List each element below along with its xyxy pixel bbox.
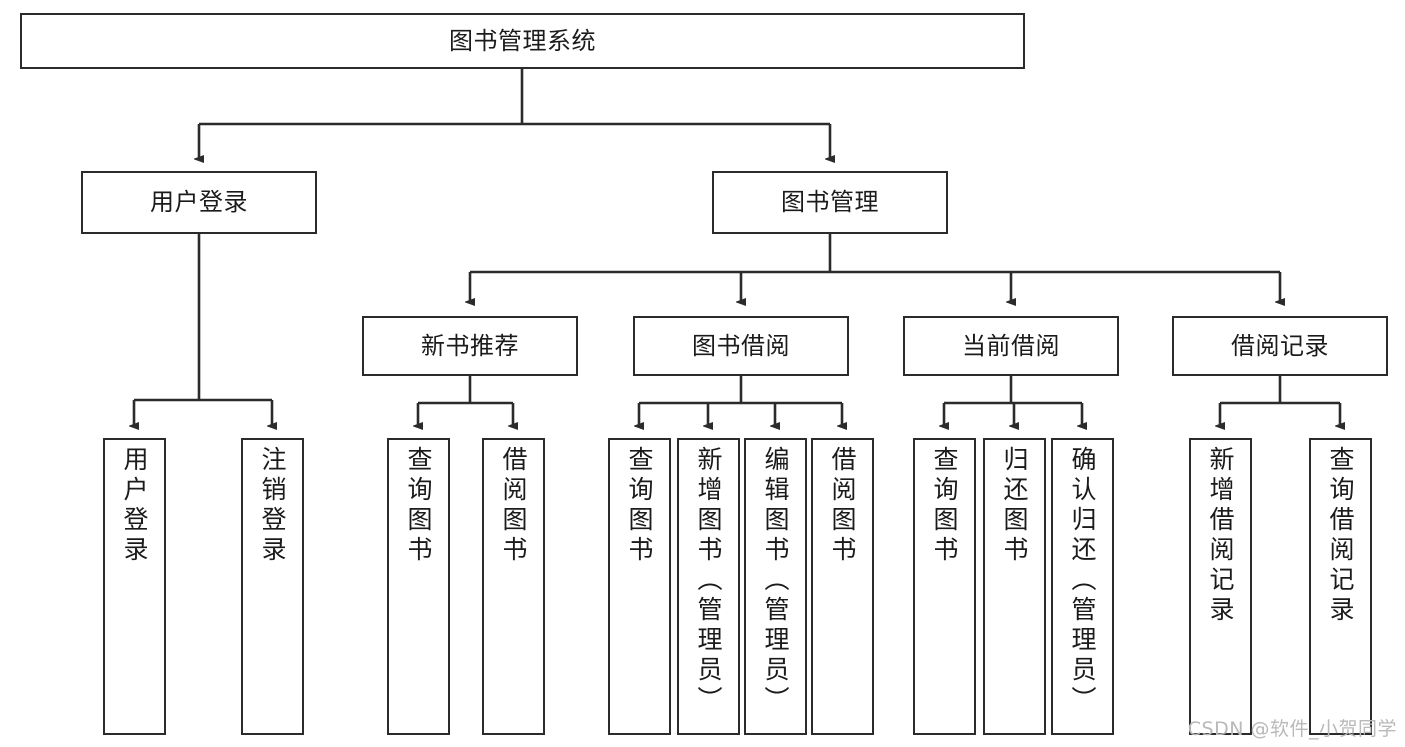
node-leaf-borrow-book-2[interactable]: 借阅图书 [811, 438, 874, 735]
node-leaf-edit-book-label: 编辑图书（管理员） [761, 446, 790, 716]
watermark: CSDN @软件_小贺同学 [1187, 718, 1397, 740]
node-leaf-query-book-3-label: 查询图书 [930, 446, 959, 566]
node-book-manage[interactable]: 图书管理 [712, 171, 948, 234]
node-leaf-add-record-label: 新增借阅记录 [1206, 446, 1235, 626]
node-leaf-logout-label: 注销登录 [258, 446, 287, 566]
node-leaf-borrow-book-1[interactable]: 借阅图书 [482, 438, 545, 735]
node-leaf-borrow-book-2-label: 借阅图书 [828, 446, 857, 566]
node-leaf-query-record-label: 查询借阅记录 [1326, 446, 1355, 626]
node-leaf-add-book[interactable]: 新增图书（管理员） [677, 438, 740, 735]
node-leaf-confirm-return-label: 确认归还（管理员） [1068, 446, 1097, 716]
node-leaf-return-book[interactable]: 归还图书 [983, 438, 1046, 735]
node-book-manage-label: 图书管理 [781, 188, 879, 217]
node-leaf-query-book-1-label: 查询图书 [404, 446, 433, 566]
node-leaf-confirm-return[interactable]: 确认归还（管理员） [1051, 438, 1114, 735]
node-leaf-query-record[interactable]: 查询借阅记录 [1309, 438, 1372, 735]
node-borrow-record[interactable]: 借阅记录 [1172, 316, 1388, 376]
node-root-label: 图书管理系统 [449, 26, 596, 55]
node-leaf-query-book-1[interactable]: 查询图书 [387, 438, 450, 735]
node-leaf-return-book-label: 归还图书 [1000, 446, 1029, 566]
node-new-book-recommend[interactable]: 新书推荐 [362, 316, 578, 376]
node-leaf-query-book-2[interactable]: 查询图书 [608, 438, 671, 735]
node-leaf-borrow-book-1-label: 借阅图书 [499, 446, 528, 566]
node-borrow-record-label: 借阅记录 [1231, 331, 1329, 360]
node-leaf-add-record[interactable]: 新增借阅记录 [1189, 438, 1252, 735]
node-root[interactable]: 图书管理系统 [20, 13, 1025, 69]
node-leaf-user-login[interactable]: 用户登录 [103, 438, 166, 735]
node-leaf-query-book-2-label: 查询图书 [625, 446, 654, 566]
node-book-borrow[interactable]: 图书借阅 [633, 316, 849, 376]
node-leaf-logout[interactable]: 注销登录 [241, 438, 304, 735]
node-book-borrow-label: 图书借阅 [692, 331, 790, 360]
node-leaf-user-login-label: 用户登录 [120, 446, 149, 566]
node-leaf-edit-book[interactable]: 编辑图书（管理员） [744, 438, 807, 735]
node-new-book-recommend-label: 新书推荐 [421, 331, 519, 360]
node-leaf-query-book-3[interactable]: 查询图书 [913, 438, 976, 735]
node-user-login[interactable]: 用户登录 [81, 171, 317, 234]
node-current-borrow[interactable]: 当前借阅 [903, 316, 1119, 376]
node-leaf-add-book-label: 新增图书（管理员） [694, 446, 723, 716]
node-current-borrow-label: 当前借阅 [962, 331, 1060, 360]
node-user-login-label: 用户登录 [150, 188, 248, 217]
